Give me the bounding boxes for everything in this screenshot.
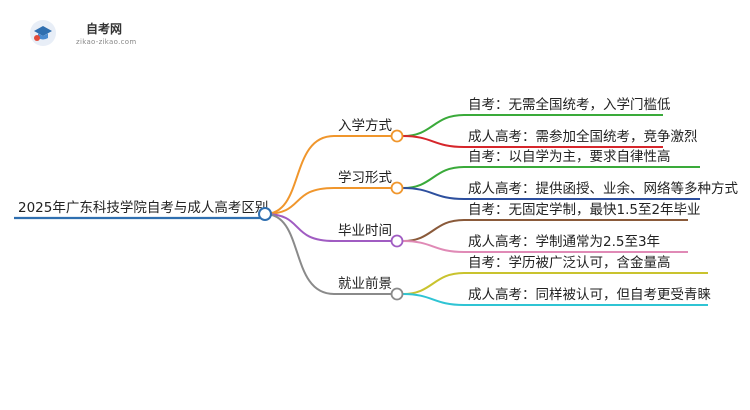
leaf-label: 成人高考：需参加全国统考，竞争激烈 [468,128,698,145]
leaf-link [402,135,465,148]
root-label: 2025年广东科技学院自考与成人高考区别 [18,199,268,216]
leaf-link [402,166,465,189]
branch-node[interactable] [390,287,404,301]
graduation-cap-icon [30,20,56,46]
branch-link [264,213,335,242]
leaf-link [402,293,465,306]
branch-label: 就业前景 [338,275,392,292]
leaf-label: 自考：无固定学制，最快1.5至2年毕业 [468,202,701,218]
branch-link [264,213,335,295]
leaf-link [402,187,465,200]
branch-label: 毕业时间 [338,223,392,239]
leaf-link [402,272,465,295]
leaf-label: 自考：以自学为主，要求自律性高 [468,148,671,165]
logo-title: 自考网 [86,22,123,36]
logo-subtitle: zikao-zikao.com [76,38,137,46]
branch-link [264,187,335,215]
branch-link [264,135,335,215]
branch-node[interactable] [390,234,404,248]
branch-label: 入学方式 [338,118,392,134]
leaf-label: 自考：无需全国统考，入学门槛低 [468,96,671,113]
leaf-link [402,219,465,242]
branch-node[interactable] [390,181,404,195]
leaf-label: 成人高考：提供函授、业余、网络等多种方式 [468,180,738,197]
root-node[interactable] [258,207,272,221]
branch-label: 学习形式 [338,170,392,186]
mind-map-links [14,114,708,306]
mind-map-labels: 2025年广东科技学院自考与成人高考区别入学方式自考：无需全国统考，入学门槛低成… [18,96,738,303]
leaf-link [402,240,465,253]
site-logo[interactable]: 自考网 zikao-zikao.com [28,16,138,50]
leaf-label: 成人高考：学制通常为2.5至3年 [468,233,660,250]
leaf-label: 自考：学历被广泛认可，含金量高 [468,254,671,271]
branch-node[interactable] [390,129,404,143]
leaf-link [402,114,465,137]
leaf-label: 成人高考：同样被认可，但自考更受青睐 [468,286,711,303]
